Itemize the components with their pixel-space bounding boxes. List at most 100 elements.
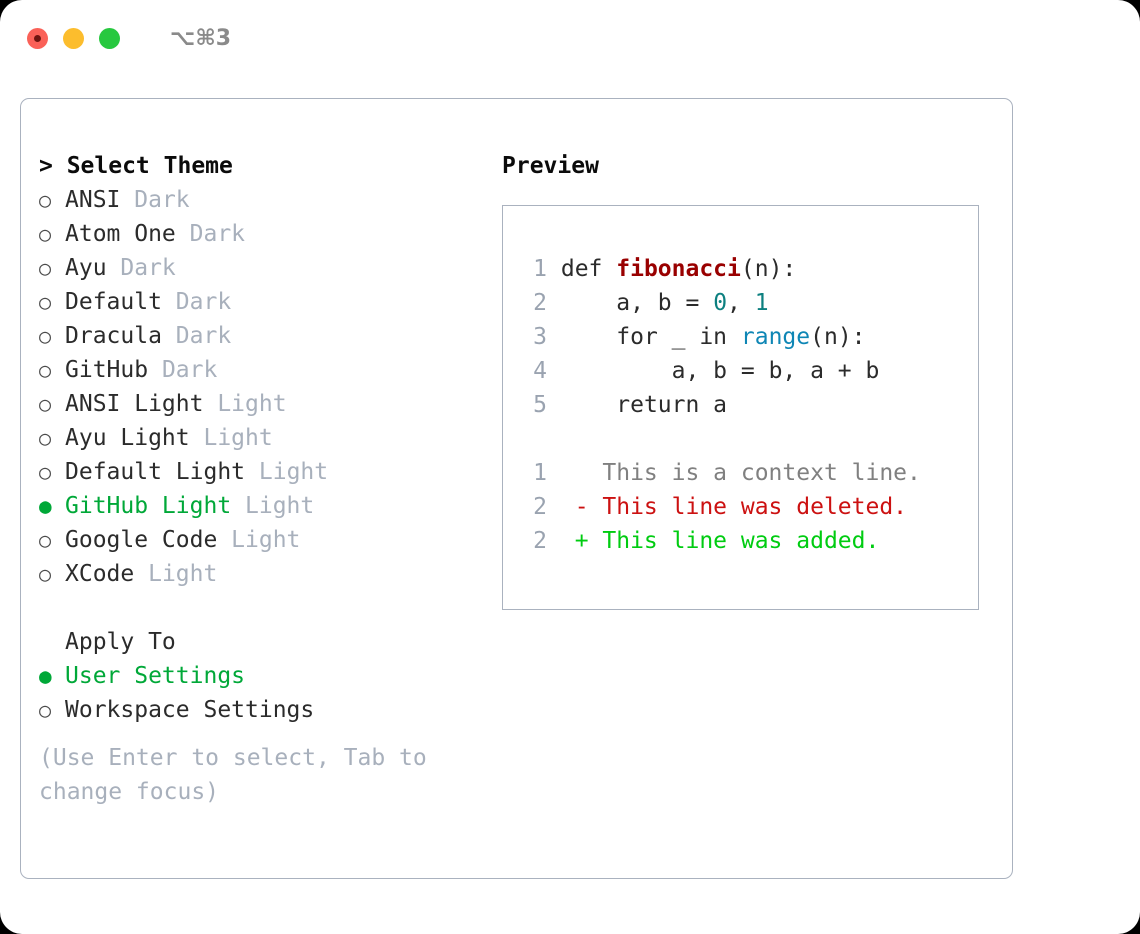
theme-variant-label: Dark — [189, 221, 246, 247]
panel-columns: > Select Theme ○ANSI Dark○Atom One Dark○… — [21, 99, 1012, 878]
minimize-window-button[interactable] — [63, 27, 84, 49]
theme-option-label: Ayu — [65, 255, 121, 281]
code-gutter-space — [547, 256, 561, 282]
apply-to-option-workspace-settings[interactable]: ○ Workspace Settings — [39, 693, 499, 727]
keyboard-shortcut-label: ⌥⌘3 — [170, 25, 232, 51]
code-gutter-space — [547, 358, 561, 384]
theme-option-label: Google Code — [65, 527, 232, 553]
theme-option-label: Ayu Light — [65, 425, 204, 451]
theme-option-github[interactable]: ○GitHub Dark — [39, 353, 499, 387]
code-token: a, b = — [560, 290, 714, 316]
close-window-button[interactable] — [27, 27, 48, 49]
code-line: 2 a, b = 0, 1 — [521, 286, 978, 320]
code-token: def — [560, 256, 617, 282]
theme-variant-label: Light — [217, 391, 287, 417]
code-token: , — [727, 290, 755, 316]
diff-line: 2 + This line was added. — [521, 524, 978, 558]
line-number: 1 — [533, 256, 547, 282]
select-theme-header: > Select Theme — [39, 153, 233, 179]
code-gutter-space — [547, 392, 561, 418]
code-token: 0 — [713, 290, 728, 316]
theme-variant-label: Light — [231, 527, 301, 553]
radio-unselected-icon: ○ — [39, 392, 52, 416]
theme-selector-column: > Select Theme ○ANSI Dark○Atom One Dark○… — [39, 149, 499, 809]
theme-option-ayu-light[interactable]: ○ Ayu Light Light — [39, 421, 499, 455]
diff-line: 2 - This line was deleted. — [521, 490, 978, 524]
theme-option-dracula[interactable]: ○ Dracula Dark — [39, 319, 499, 353]
diff-line-text: This is a context line. — [547, 460, 921, 486]
radio-unselected-icon: ○ — [39, 460, 52, 484]
window-controls — [27, 27, 120, 49]
diff-line-text: - This line was deleted. — [547, 494, 908, 520]
radio-unselected-icon: ○ — [39, 426, 52, 450]
theme-variant-label: Light — [245, 493, 315, 519]
maximize-window-button[interactable] — [99, 27, 120, 49]
apply-to-list: ●User Settings ○ Workspace Settings — [39, 659, 499, 727]
title-bar: ⌥⌘3 — [0, 0, 1140, 76]
radio-selected-icon: ● — [39, 494, 52, 518]
code-line: 1 def fibonacci(n): — [521, 252, 978, 286]
line-number: 4 — [533, 358, 547, 384]
preview-header: Preview — [502, 153, 599, 179]
radio-unselected-icon: ○ — [39, 290, 52, 314]
code-token: (n): — [740, 256, 797, 282]
theme-variant-label: Light — [258, 459, 329, 485]
theme-option-label: GitHub — [65, 357, 162, 383]
theme-list: ○ANSI Dark○Atom One Dark○Ayu Dark○Defaul… — [39, 183, 499, 591]
diff-line: 1 This is a context line. — [521, 456, 978, 490]
code-token: 1 — [754, 290, 769, 316]
code-diff-spacer — [521, 422, 978, 456]
theme-option-label: GitHub Light — [65, 493, 246, 519]
theme-option-ayu[interactable]: ○ Ayu Dark — [39, 251, 499, 285]
theme-option-label: Default — [65, 289, 176, 315]
code-token: return a — [560, 392, 728, 418]
theme-option-github-light[interactable]: ● GitHub Light Light — [39, 489, 499, 523]
theme-variant-label: Light — [203, 425, 273, 451]
theme-option-ansi-light[interactable]: ○ ANSI Light Light — [39, 387, 499, 421]
theme-option-ansi[interactable]: ○ ANSI Dark — [39, 183, 499, 217]
apply-to-header: Apply To — [65, 629, 176, 655]
theme-option-label: ANSI — [65, 187, 135, 213]
radio-unselected-icon: ○ — [39, 528, 52, 552]
line-number: 5 — [533, 392, 547, 418]
code-line: 4 a, b = b, a + b — [521, 354, 978, 388]
main-panel: > Select Theme ○ANSI Dark○Atom One Dark○… — [20, 98, 1013, 879]
code-token: fibonacci — [616, 256, 741, 282]
code-token: range — [740, 324, 811, 350]
diff-sample: 1 This is a context line.2 - This line w… — [521, 456, 978, 558]
theme-option-atom-one[interactable]: ○Atom One Dark — [39, 217, 499, 251]
theme-option-default-light[interactable]: ○Default Light Light — [39, 455, 499, 489]
code-line: 3 for _ in range(n): — [521, 320, 978, 354]
diff-line-text: + This line was added. — [547, 528, 880, 554]
radio-unselected-icon: ○ — [39, 562, 52, 586]
theme-option-label: ANSI Light — [65, 391, 218, 417]
line-number: 3 — [533, 324, 547, 350]
radio-unselected-icon: ○ — [39, 324, 52, 348]
radio-unselected-icon: ○ — [39, 256, 52, 280]
radio-unselected-icon: ○ — [39, 188, 52, 212]
theme-variant-label: Dark — [120, 255, 176, 281]
theme-variant-label: Dark — [134, 187, 190, 213]
list-spacer — [39, 591, 499, 625]
theme-option-label: XCode — [65, 561, 149, 587]
theme-option-xcode[interactable]: ○XCode Light — [39, 557, 499, 591]
keyboard-hint-text: (Use Enter to select, Tab to change focu… — [39, 745, 427, 805]
apply-to-option-user-settings[interactable]: ●User Settings — [39, 659, 499, 693]
radio-unselected-icon: ○ — [39, 698, 52, 722]
theme-option-label: Dracula — [65, 323, 176, 349]
radio-unselected-icon: ○ — [39, 222, 52, 246]
theme-variant-label: Dark — [175, 323, 232, 349]
code-token: a, b = b, a + b — [560, 358, 880, 384]
theme-option-google-code[interactable]: ○ Google Code Light — [39, 523, 499, 557]
code-gutter-space — [547, 324, 561, 350]
radio-unselected-icon: ○ — [39, 358, 52, 382]
theme-option-default[interactable]: ○ Default Dark — [39, 285, 499, 319]
diff-line-number: 1 — [533, 460, 547, 486]
theme-variant-label: Dark — [175, 289, 232, 315]
apply-to-option-label: Workspace Settings — [65, 697, 315, 723]
line-number: 2 — [533, 290, 547, 316]
code-token: (n): — [810, 324, 866, 350]
